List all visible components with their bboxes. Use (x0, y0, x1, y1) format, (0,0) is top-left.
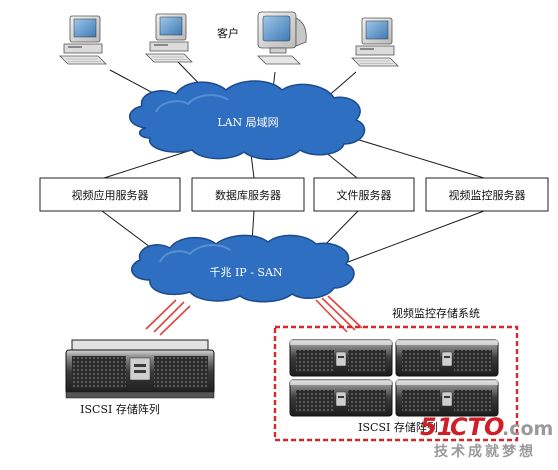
iscsi-right-label: ISCSI 存储阵列 (358, 420, 438, 434)
watermark-suffix: .com (502, 418, 553, 440)
san-cloud (130, 234, 355, 303)
watermark-cto: CTO (450, 413, 504, 441)
computer-icon (145, 13, 193, 63)
server-box-video-app (39, 177, 181, 212)
surveillance-system-boundary (273, 325, 519, 442)
san-label: 千兆 IP - SAN (209, 266, 282, 279)
crt-monitor-icon (257, 11, 307, 65)
server-label: 文件服务器 (337, 188, 392, 202)
clients-label: 客户 (217, 26, 239, 40)
server-box-video-monitor (425, 177, 549, 212)
storage-unit (289, 379, 393, 417)
watermark-digits: 51 (420, 413, 453, 441)
server-label: 视频监控服务器 (449, 188, 526, 202)
storage-array-grid (289, 339, 499, 417)
lan-label: LAN 局域网 (217, 116, 278, 129)
storage-unit (395, 339, 499, 377)
surveillance-system-label: 视频监控存储系统 (392, 306, 480, 320)
iscsi-left-label: ISCSI 存储阵列 (80, 402, 160, 416)
server-label: 视频应用服务器 (72, 188, 149, 202)
red-links (145, 295, 363, 336)
server-label: 数据库服务器 (215, 188, 281, 202)
storage-unit (395, 379, 499, 417)
lan-cloud (129, 80, 366, 160)
site-watermark: 51 CTO .com 技术成就梦想 (420, 413, 553, 460)
left-storage-array (65, 339, 215, 399)
server-box-database (191, 177, 305, 212)
storage-unit (289, 339, 393, 377)
server-boxes (39, 177, 549, 212)
computer-icon (59, 15, 107, 65)
watermark-slogan: 技术成就梦想 (434, 443, 536, 460)
computer-icon (351, 17, 399, 67)
server-box-file (313, 177, 415, 212)
